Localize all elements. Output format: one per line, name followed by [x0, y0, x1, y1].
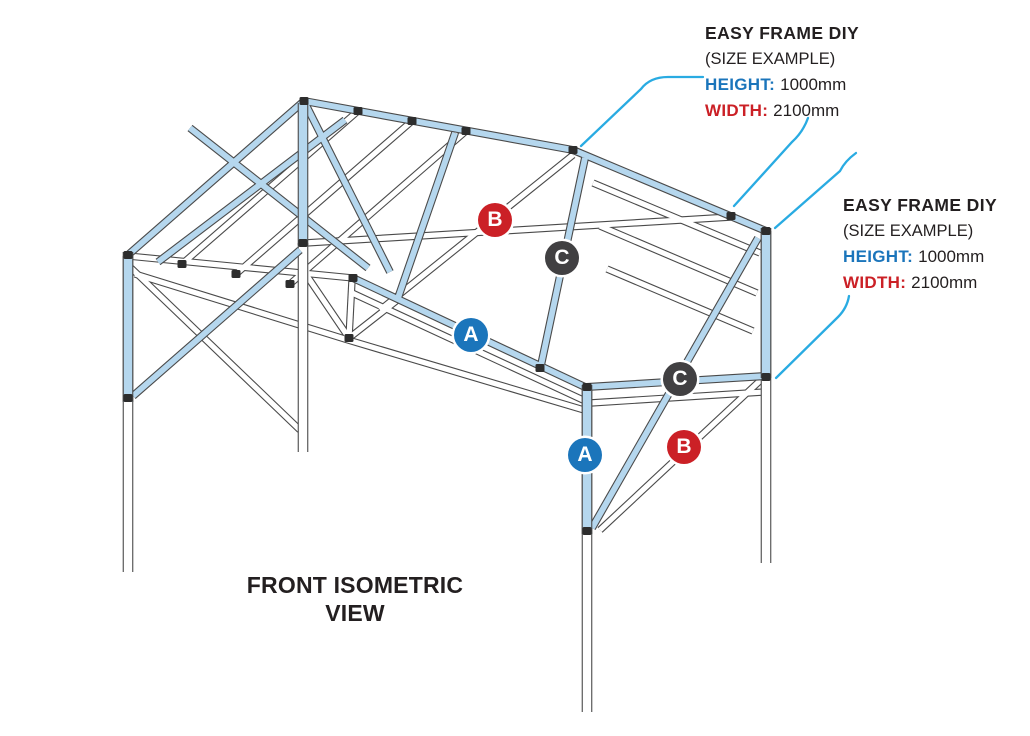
leader-top-height [579, 75, 705, 148]
width-label: WIDTH: [705, 101, 769, 120]
annotation-right-title: EASY FRAME DIY [843, 195, 998, 215]
view-caption: FRONT ISOMETRIC VIEW [246, 572, 464, 626]
leader-right-height [773, 151, 858, 230]
part-marker-a-side: A [568, 438, 602, 472]
annotation-right-width-line: WIDTH:2100mm [843, 270, 997, 296]
part-marker-c-roof: C [545, 241, 579, 275]
part-marker-c-side: C [663, 362, 697, 396]
annotation-top-title: EASY FRAME DIY [705, 23, 860, 43]
height-value: 1000mm [780, 75, 847, 94]
annotation-top-subtitle: (SIZE EXAMPLE) [705, 50, 836, 68]
annotation-right-subtitle: (SIZE EXAMPLE) [843, 222, 974, 240]
leader-right-width [774, 294, 851, 380]
leader-top-width [732, 116, 810, 208]
width-label: WIDTH: [843, 273, 907, 292]
part-marker-a-roof: A [454, 318, 488, 352]
annotation-right: EASY FRAME DIY (SIZE EXAMPLE) HEIGHT:100… [843, 192, 997, 296]
annotation-top-width-line: WIDTH:2100mm [705, 98, 859, 124]
part-marker-b-roof: B [478, 203, 512, 237]
height-label: HEIGHT: [843, 247, 914, 266]
annotation-right-height-line: HEIGHT:1000mm [843, 244, 997, 270]
height-label: HEIGHT: [705, 75, 776, 94]
connector-blocks [123, 97, 771, 535]
width-value: 2100mm [773, 101, 840, 120]
width-value: 2100mm [911, 273, 978, 292]
annotation-top-height-line: HEIGHT:1000mm [705, 72, 859, 98]
part-marker-b-side: B [667, 430, 701, 464]
leader-lines [579, 75, 858, 380]
annotation-top: EASY FRAME DIY (SIZE EXAMPLE) HEIGHT:100… [705, 20, 859, 124]
height-value: 1000mm [918, 247, 985, 266]
